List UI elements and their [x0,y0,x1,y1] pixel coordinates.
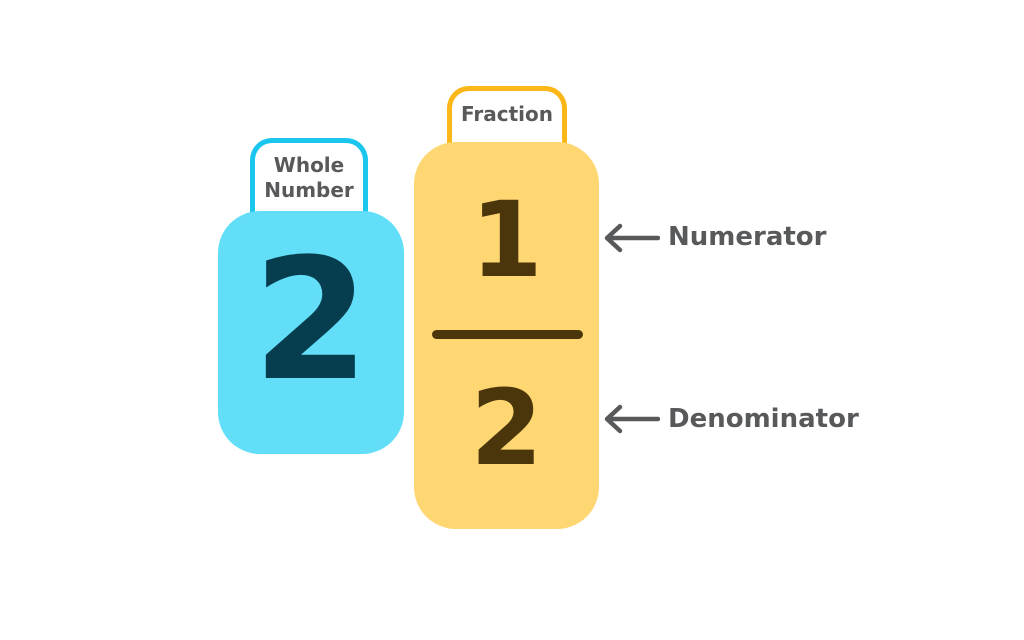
numerator-value: 1 [470,179,543,301]
whole-number-tab: Whole Number [250,138,368,220]
arrow-left-icon [604,223,660,253]
fraction-bar [432,330,583,339]
whole-number-value: 2 [252,222,370,418]
whole-number-block [218,211,404,454]
fraction-tab: Fraction [447,86,567,152]
fraction-label: Fraction [461,102,553,126]
arrow-left-icon [604,404,660,434]
denominator-label: Denominator [668,404,859,434]
denominator-value: 2 [470,367,543,489]
whole-number-label: Whole Number [264,152,354,202]
numerator-label: Numerator [668,222,827,252]
